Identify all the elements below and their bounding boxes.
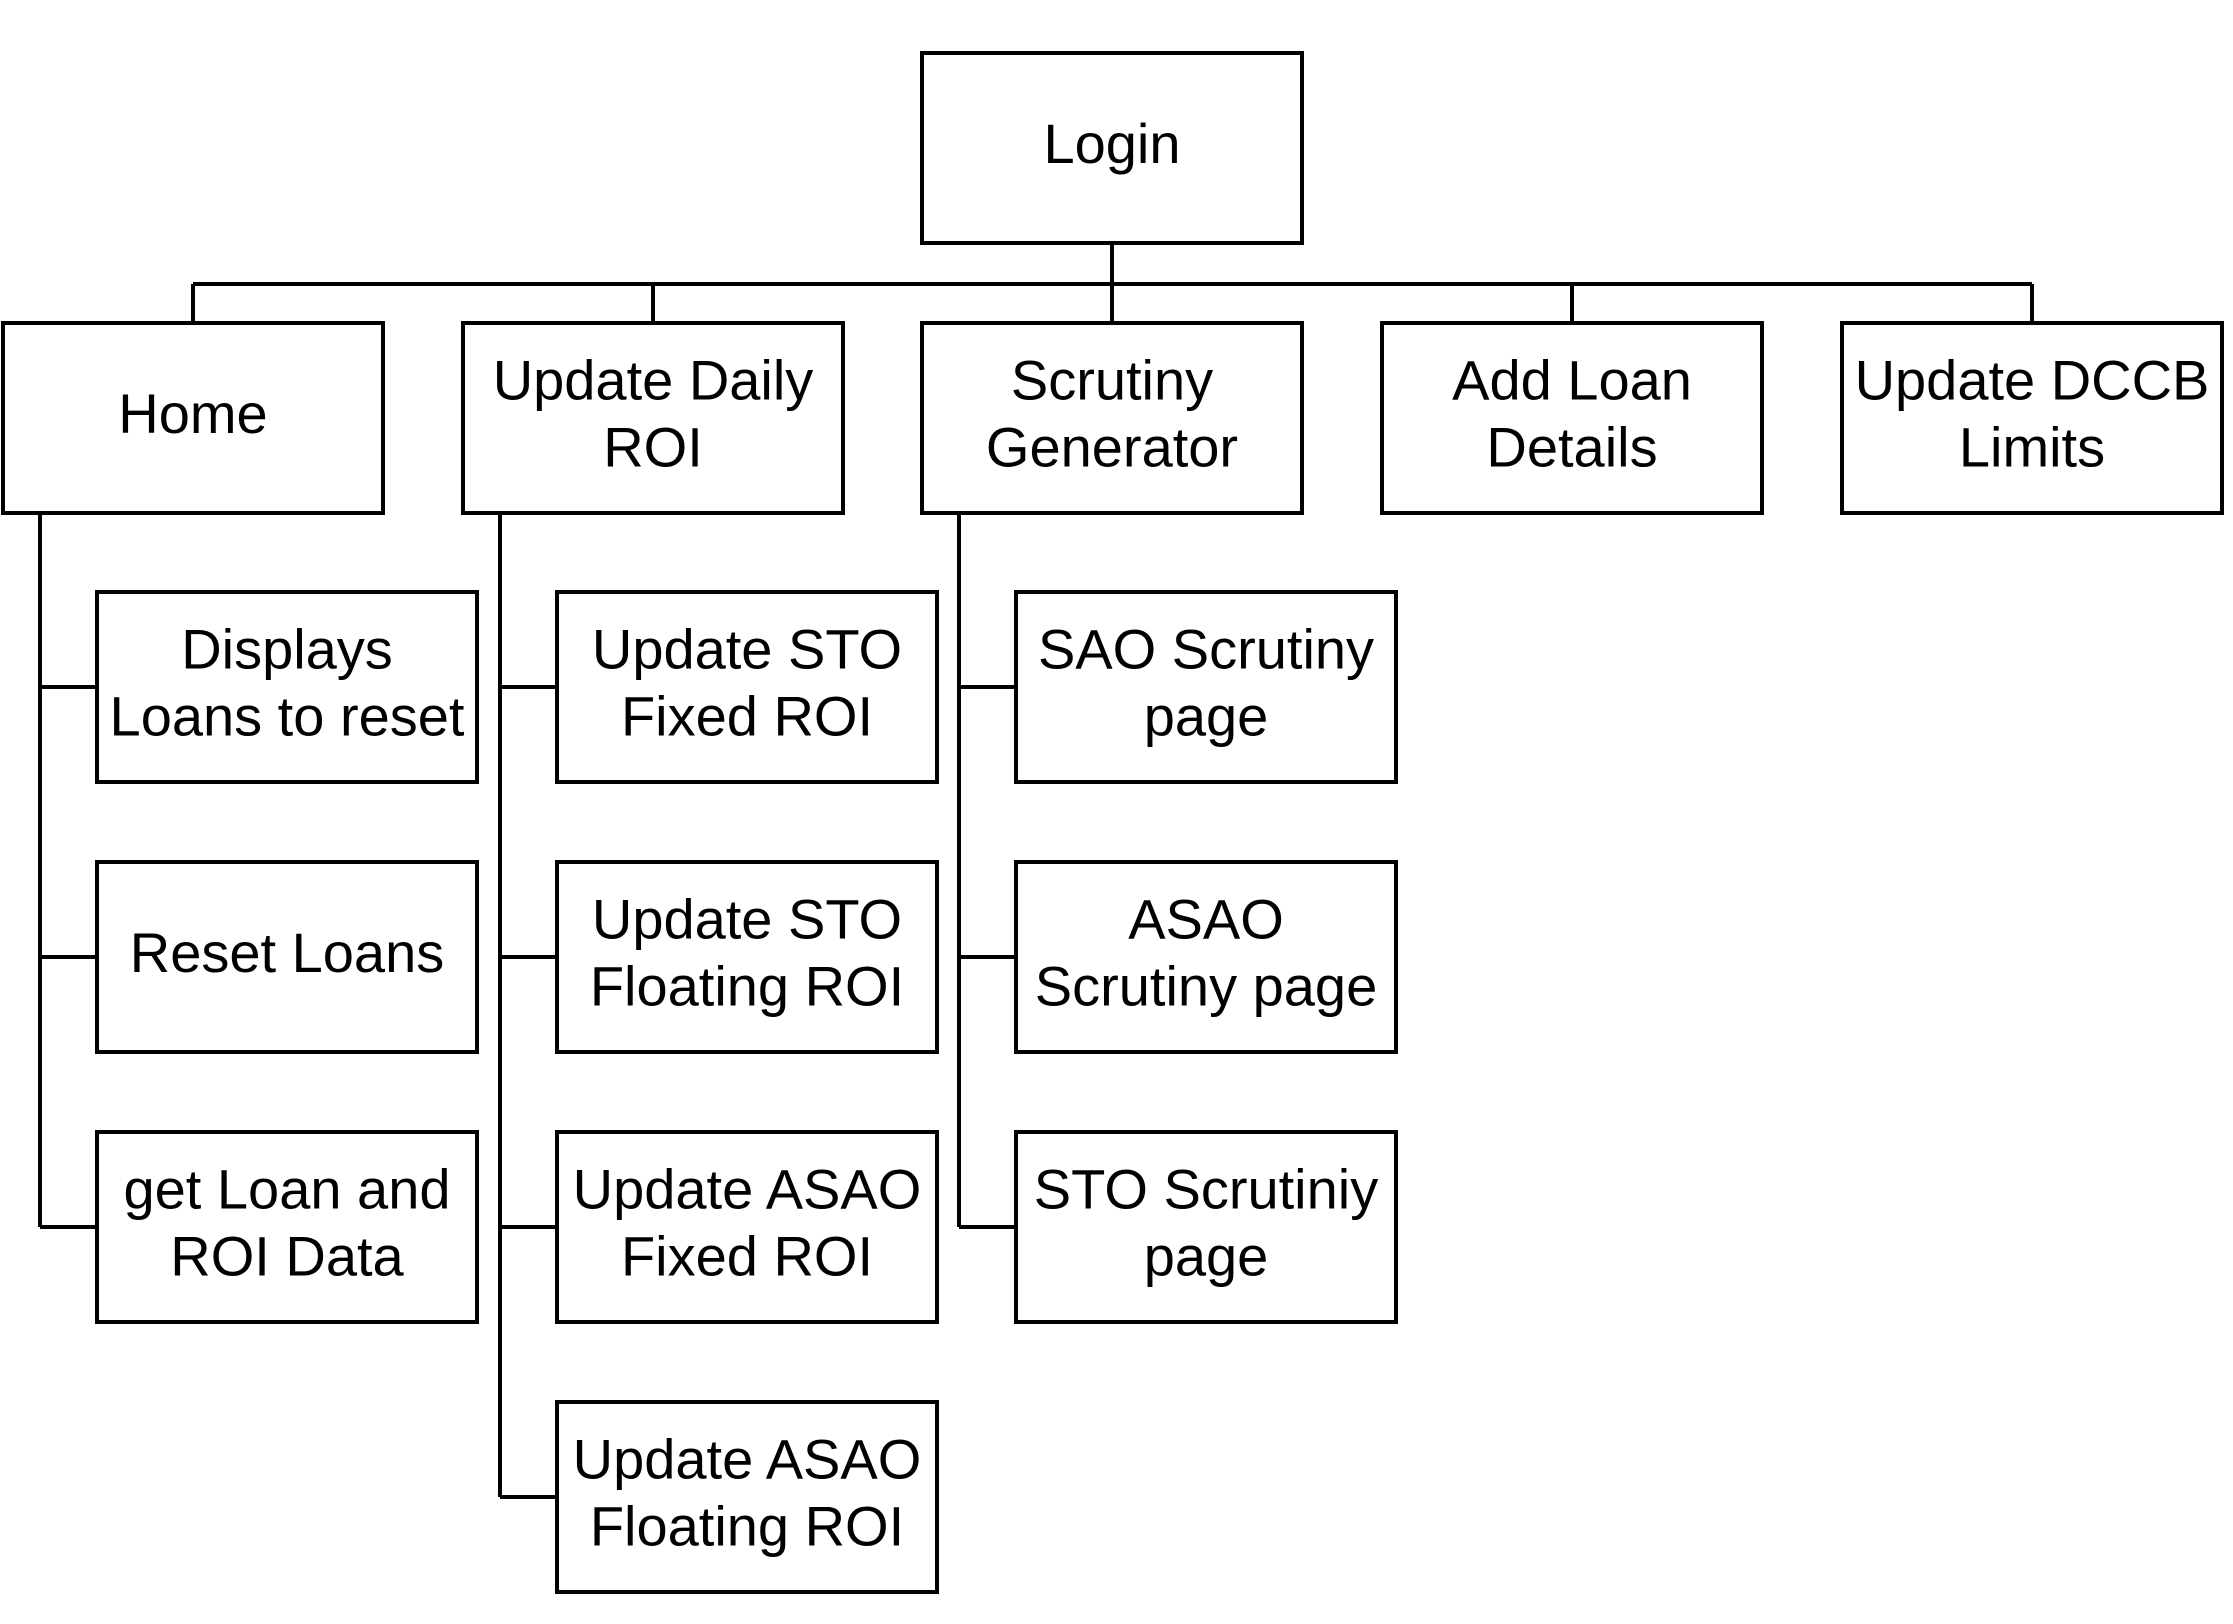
node-displays-loans-to-reset-label: Displays — [181, 617, 393, 680]
node-get-loan-and-roi-data-label: get Loan and — [124, 1157, 451, 1220]
node-update-sto-floating-roi-label: Floating ROI — [590, 954, 904, 1017]
connector-lines — [38, 243, 2034, 1499]
node-displays-loans-to-reset-box — [95, 590, 479, 784]
node-add-loan-details-label: Add Loan — [1452, 348, 1692, 411]
node-update-daily-roi-label: ROI — [603, 415, 703, 478]
node-sto-scrutiniy-page-label: STO Scrutiniy — [1034, 1157, 1378, 1220]
node-login: Login — [920, 51, 1304, 245]
node-update-sto-fixed-roi-label: Update STO — [592, 617, 902, 680]
node-home-label: Home — [118, 382, 267, 445]
node-update-dccb-limits-box — [1840, 321, 2224, 515]
node-login-label: Login — [1043, 112, 1180, 175]
node-update-sto-floating-roi-box — [555, 860, 939, 1054]
node-asao-scrutiny-page-label: ASAO — [1128, 887, 1284, 950]
node-home-box — [1, 321, 385, 515]
node-update-sto-fixed-roi-label: Fixed ROI — [621, 684, 873, 747]
node-scrutiny-generator-label: Scrutiny — [1011, 348, 1213, 411]
node-update-sto-fixed-roi-box — [555, 590, 939, 784]
node-sao-scrutiny-page-label: page — [1144, 684, 1269, 747]
node-sao-scrutiny-page-label: SAO Scrutiny — [1038, 617, 1374, 680]
node-get-loan-and-roi-data-box — [95, 1130, 479, 1324]
node-displays-loans-to-reset-label: Loans to reset — [110, 684, 465, 747]
node-update-dccb-limits-label: Update DCCB — [1855, 348, 2210, 411]
node-login-box — [920, 51, 1304, 245]
node-sao-scrutiny-page-box — [1014, 590, 1398, 784]
node-reset-loans: Reset Loans — [95, 860, 479, 1054]
node-scrutiny-generator-label: Generator — [986, 415, 1238, 478]
node-update-asao-fixed-roi-label: Fixed ROI — [621, 1224, 873, 1287]
node-get-loan-and-roi-data-label: ROI Data — [170, 1224, 404, 1287]
node-update-daily-roi-box — [461, 321, 845, 515]
node-reset-loans-box — [95, 860, 479, 1054]
node-update-asao-floating-roi-label: Floating ROI — [590, 1494, 904, 1557]
node-update-sto-floating-roi-label: Update STO — [592, 887, 902, 950]
node-reset-loans-label: Reset Loans — [130, 921, 444, 984]
node-sto-scrutiniy-page-box — [1014, 1130, 1398, 1324]
node-asao-scrutiny-page-label: Scrutiny page — [1035, 954, 1377, 1017]
node-asao-scrutiny-page-box — [1014, 860, 1398, 1054]
node-add-loan-details-label: Details — [1486, 415, 1657, 478]
node-update-daily-roi-label: Update Daily — [493, 348, 814, 411]
node-update-asao-fixed-roi-box — [555, 1130, 939, 1324]
node-sto-scrutiniy-page-label: page — [1144, 1224, 1269, 1287]
node-scrutiny-generator-box — [920, 321, 1304, 515]
node-update-dccb-limits-label: Limits — [1959, 415, 2105, 478]
node-update-asao-floating-roi-label: Update ASAO — [573, 1427, 922, 1490]
node-update-asao-fixed-roi-label: Update ASAO — [573, 1157, 922, 1220]
node-home: Home — [1, 321, 385, 515]
node-update-asao-floating-roi-box — [555, 1400, 939, 1594]
node-add-loan-details-box — [1380, 321, 1764, 515]
